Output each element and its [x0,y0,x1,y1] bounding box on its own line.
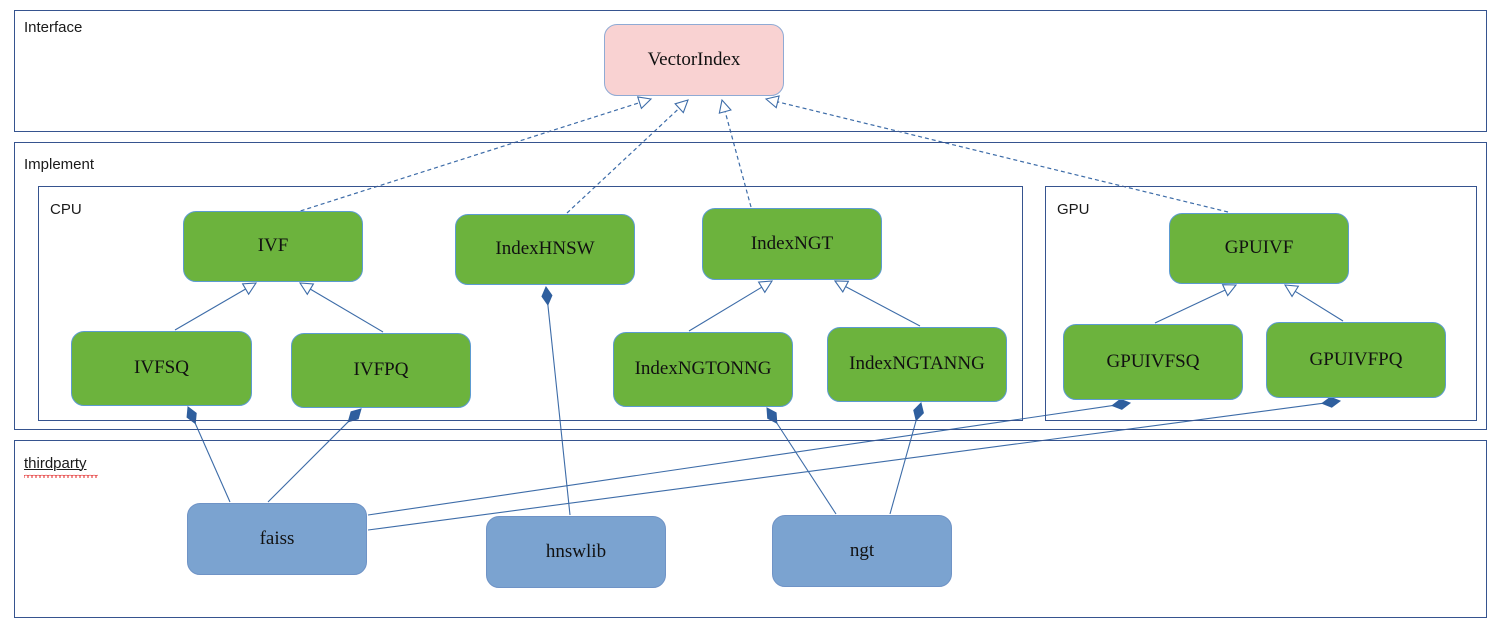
node-label: ngt [849,539,875,561]
container-label-gpu: GPU [1057,201,1090,218]
node-gpuivf[interactable]: GPUIVF [1169,213,1349,284]
node-hnswlib[interactable]: hnswlib [486,516,666,588]
node-vectorindex[interactable]: VectorIndex [604,24,784,96]
node-indexngt[interactable]: IndexNGT [702,208,882,280]
node-label: IndexNGTANNG [849,353,985,375]
node-label: IndexNGTONNG [634,358,772,380]
node-label: IndexHNSW [495,238,595,260]
container-cpu [38,186,1023,421]
container-label-implement: Implement [24,156,95,173]
node-label: IndexNGT [750,232,834,254]
container-label-cpu: CPU [50,201,82,218]
node-ivfpq[interactable]: IVFPQ [291,333,471,408]
node-label: hnswlib [545,540,607,562]
node-label: GPUIVF [1224,237,1294,259]
spellcheck-underline-thirdparty [24,474,98,478]
node-gpuivfsq[interactable]: GPUIVFSQ [1063,324,1243,400]
container-gpu [1045,186,1477,421]
node-indexngtonng[interactable]: IndexNGTONNG [613,332,793,407]
container-implement [14,142,1487,430]
node-label: faiss [259,527,295,549]
container-label-thirdparty: thirdparty [24,455,87,472]
node-ivfsq[interactable]: IVFSQ [71,331,252,406]
node-ivf[interactable]: IVF [183,211,363,282]
node-label: VectorIndex [647,48,741,70]
container-interface [14,10,1487,132]
node-indexhnsw[interactable]: IndexHNSW [455,214,635,285]
node-indexngtanng[interactable]: IndexNGTANNG [827,327,1007,402]
node-ngt[interactable]: ngt [772,515,952,587]
node-label: IVFSQ [134,357,189,379]
node-label: GPUIVFPQ [1309,348,1403,370]
container-label-interface: Interface [24,19,83,36]
node-label: IVF [257,235,289,257]
node-label: IVFPQ [353,359,409,381]
node-faiss[interactable]: faiss [187,503,367,575]
container-thirdparty [14,440,1487,618]
node-label: GPUIVFSQ [1106,350,1200,372]
node-gpuivfpq[interactable]: GPUIVFPQ [1266,322,1446,398]
